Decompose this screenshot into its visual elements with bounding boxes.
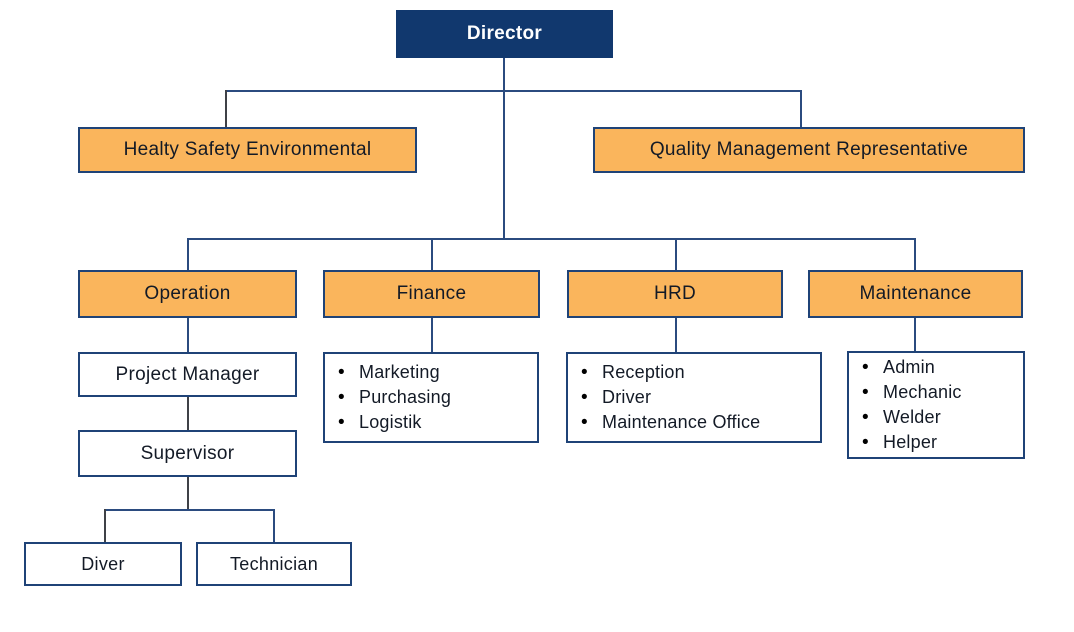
list-item: Admin: [849, 355, 1017, 380]
list-item: Reception: [568, 360, 814, 385]
connector-technician-drop: [273, 509, 275, 542]
node-healty-safety-environmental: Healty Safety Environmental: [78, 127, 417, 173]
maintenance-duties-box: Admin Mechanic Welder Helper: [847, 351, 1025, 459]
node-maintenance: Maintenance: [808, 270, 1023, 318]
node-project-manager: Project Manager: [78, 352, 297, 397]
connector-director-down: [503, 58, 505, 238]
list-item: Driver: [568, 385, 814, 410]
finance-duties-list: Marketing Purchasing Logistik: [325, 356, 537, 439]
connector-diver-drop: [104, 509, 106, 542]
hrd-duties-list: Reception Driver Maintenance Office: [568, 356, 820, 439]
node-director: Director: [396, 10, 613, 58]
connector-reports-bracket: [104, 509, 274, 511]
connector-pm-supervisor: [187, 397, 189, 430]
node-operation: Operation: [78, 270, 297, 318]
connector-operation-drop: [187, 238, 189, 270]
connector-dept-bracket: [187, 238, 915, 240]
node-quality-management-representative: Quality Management Representative: [593, 127, 1025, 173]
maintenance-duties-list: Admin Mechanic Welder Helper: [849, 351, 1023, 459]
node-finance: Finance: [323, 270, 540, 318]
connector-hrd-drop: [675, 238, 677, 270]
connector-hrd-list: [675, 318, 677, 352]
node-diver: Diver: [24, 542, 182, 586]
connector-hse-drop: [225, 90, 227, 127]
connector-staff-bracket: [225, 90, 801, 92]
connector-supervisor-down: [187, 477, 189, 510]
node-supervisor: Supervisor: [78, 430, 297, 477]
hrd-duties-box: Reception Driver Maintenance Office: [566, 352, 822, 443]
connector-qmr-drop: [800, 90, 802, 127]
node-hrd: HRD: [567, 270, 783, 318]
connector-finance-list: [431, 318, 433, 352]
list-item: Mechanic: [849, 380, 1017, 405]
list-item: Logistik: [325, 410, 531, 435]
list-item: Maintenance Office: [568, 410, 814, 435]
connector-operation-pm: [187, 318, 189, 352]
list-item: Marketing: [325, 360, 531, 385]
finance-duties-box: Marketing Purchasing Logistik: [323, 352, 539, 443]
node-technician: Technician: [196, 542, 352, 586]
connector-finance-drop: [431, 238, 433, 270]
list-item: Purchasing: [325, 385, 531, 410]
connector-maintenance-list: [914, 318, 916, 351]
list-item: Helper: [849, 430, 1017, 455]
list-item: Welder: [849, 405, 1017, 430]
connector-maintenance-drop: [914, 238, 916, 270]
